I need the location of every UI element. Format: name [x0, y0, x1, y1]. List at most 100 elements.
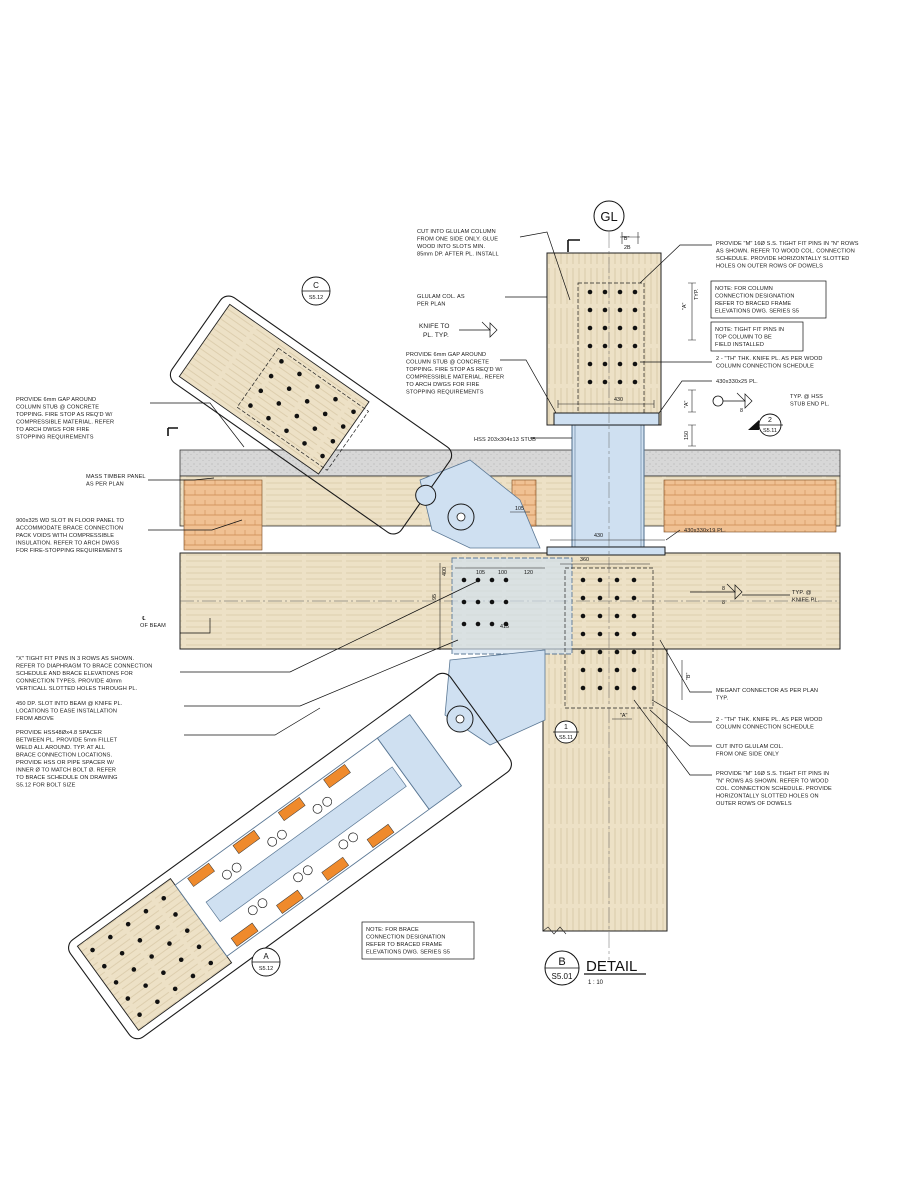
dim-col-2b: 2B [624, 245, 631, 251]
weld-symbol-stub: 8 [712, 392, 753, 414]
lower-brace-pin-dot [167, 941, 172, 946]
note-pins-bottom: PROVIDE "M" 16Ø S.S. TIGHT FIT PINS IN"N… [716, 771, 832, 807]
lower-column-pin [597, 685, 603, 691]
upper-column-pin [617, 343, 623, 349]
title-label: DETAIL [586, 958, 637, 975]
beam-knife-plate [451, 557, 573, 655]
lower-column-pin [580, 595, 586, 601]
dim-beam-400: 400 [442, 567, 448, 576]
dim-typ: TYP. [694, 289, 700, 300]
upper-column-pin [602, 361, 608, 367]
dim-top-plate-430: 430 [614, 397, 623, 403]
beam-knife-pin [489, 599, 495, 605]
lower-column-pin [614, 667, 620, 673]
top-end-plate [553, 412, 660, 426]
beam-knife-pin [503, 599, 509, 605]
upper-column-pin [587, 343, 593, 349]
dim-bottom-b: "B" [686, 672, 692, 680]
lower-brace-pin-dot [137, 938, 143, 943]
note-knife-typ: TYP. @KNIFE PL. [792, 590, 820, 604]
upper-brace-pin-dot [248, 403, 253, 408]
upper-brace-pin-dot [276, 401, 282, 406]
section-cut-mark-upper [167, 427, 178, 436]
lower-brace-pin-dot [196, 944, 202, 950]
lower-column-pin [597, 649, 603, 655]
beam-knife-pin [475, 621, 481, 627]
upper-column-pin [632, 307, 638, 313]
note-x-pins: "X" TIGHT FIT PINS IN 3 ROWS AS SHOWN.RE… [16, 656, 152, 692]
detail-title: B S5.01 DETAIL 1 : 10 [544, 950, 646, 986]
upper-brace-pin-dot [304, 399, 310, 404]
section-tag-1-id: 1 [564, 724, 568, 731]
lower-column-pin [614, 595, 620, 601]
upper-brace-pin-dot [294, 413, 300, 419]
section-tag-c: C S5.12 [301, 276, 331, 306]
lower-brace [68, 672, 512, 1040]
upper-brace-pin-dot [297, 371, 302, 377]
hss-spacer-bottom-row [230, 823, 395, 947]
lower-column-pin [580, 667, 586, 673]
lower-column-pin [597, 631, 603, 637]
upper-gusset-plate [419, 459, 541, 549]
lower-brace-pin-dot [90, 947, 95, 953]
dim-col-b-top: "B" [622, 236, 630, 242]
upper-brace-pin-dot [284, 428, 289, 434]
upper-brace-pin-dot [258, 388, 264, 394]
upper-column-pin [617, 289, 623, 295]
section-tag-a-sheet: S5.12 [259, 966, 273, 972]
upper-column-pin [602, 307, 608, 313]
dim-beam-105: 105 [476, 570, 485, 576]
svg-text:2 - "TH" THK. KNIFE PL. AS PER: 2 - "TH" THK. KNIFE PL. AS PER WOODCOLUM… [716, 356, 823, 370]
lower-column-pin [597, 595, 603, 601]
section-tag-a-id: A [263, 952, 269, 961]
upper-column-pin [587, 307, 593, 313]
mass-timber-panel [179, 475, 841, 551]
bolt-row-top [222, 796, 333, 880]
title-sheet: S5.01 [552, 972, 573, 981]
lower-column-pin [580, 613, 586, 619]
lower-brace-pin-dot [102, 963, 107, 969]
upper-brace-pin-dot [266, 415, 271, 421]
upper-brace-pin-dot [302, 441, 307, 446]
lower-glulam-column [542, 648, 668, 935]
svg-text:℄OF BEAM: ℄OF BEAM [140, 616, 166, 629]
lower-column-pin [597, 577, 603, 583]
lower-column-pin [614, 685, 620, 691]
lower-column-pin [597, 667, 603, 673]
lower-brace-pin-dot [155, 925, 161, 930]
dim-col-bottom-a: "A" [620, 713, 628, 719]
upper-column-pin [632, 289, 638, 295]
lower-column-pin [631, 685, 637, 691]
weld-symbol-knife-top [459, 321, 498, 338]
section-tag-2-sheet: S5.11 [763, 428, 777, 434]
beam-knife-pin [489, 621, 495, 627]
dowel-pins [90, 289, 638, 1018]
bolt-row-bottom [247, 832, 358, 916]
beam-knife-pin [461, 621, 467, 627]
note-beam-centerline: ℄OF BEAM [140, 616, 166, 629]
lower-column-pin [631, 613, 637, 619]
upper-column-pin [602, 289, 608, 295]
upper-column-pin [602, 343, 608, 349]
lower-brace-pin-dot [143, 908, 149, 914]
lower-brace-pin-dot [143, 983, 148, 988]
beam-knife-pin [503, 577, 509, 583]
lower-column-pin [580, 685, 586, 691]
section-cut-mark-gl [567, 239, 580, 252]
beam-knife-pin [489, 577, 495, 583]
upper-column-pin [617, 361, 623, 367]
